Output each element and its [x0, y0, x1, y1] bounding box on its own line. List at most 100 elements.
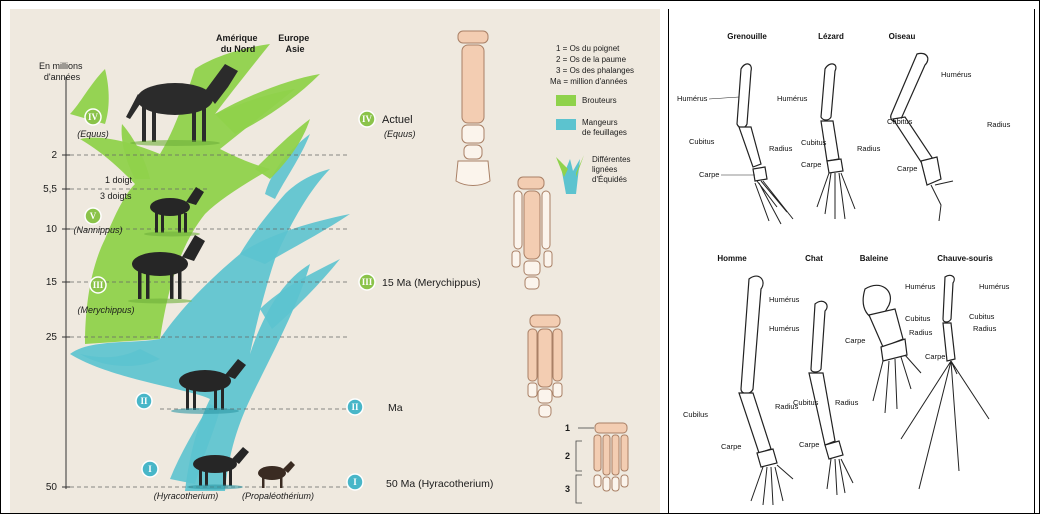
skeleton-baleine: Humérus Cubitus Radius Carpe: [845, 282, 936, 413]
stage-i-label: I 50 Ma (Hyracotherium): [347, 474, 493, 490]
header-north-america: Amérique du Nord: [216, 33, 260, 54]
chat-cubitus: Cubitus: [793, 398, 819, 407]
svg-text:IV: IV: [88, 112, 99, 122]
svg-text:III: III: [93, 280, 104, 290]
svg-text:V: V: [90, 211, 97, 221]
grenouille-cubitus: Cubitus: [689, 137, 715, 146]
label-hyracotherium: (Hyracotherium): [154, 491, 219, 501]
svg-text:III: III: [362, 277, 373, 287]
horse-evolution-diagram: 2 5,5 10 15 25 50 Amérique du Nord Europ…: [10, 9, 660, 513]
tick-25: 25: [46, 332, 58, 343]
lezard-humerus: Humérus: [777, 94, 808, 103]
homme-cubilus: Cubilus: [683, 410, 708, 419]
legend-leaf-eaters-line2: de feuillages: [582, 128, 627, 137]
axis-label: En millions d'années: [39, 61, 85, 82]
tick-15: 15: [46, 277, 58, 288]
legend-swatch-browsers: [556, 95, 576, 106]
phylogeny-tree: [70, 44, 350, 491]
bone-label-2: 2: [565, 451, 570, 461]
limb-homology-panel: Grenouille Lézard Oiseau Homme Chat Bale…: [668, 9, 1035, 513]
title-homme: Homme: [717, 254, 747, 263]
title-lezard: Lézard: [818, 32, 844, 41]
header-na-line2: du Nord: [221, 44, 256, 54]
svg-text:I: I: [353, 477, 357, 487]
title-grenouille: Grenouille: [727, 32, 767, 41]
foot-bones-stage-iii: [512, 177, 552, 289]
horse-propalaeotherium: [258, 461, 295, 488]
stage-ii-label: II Ma: [347, 399, 403, 415]
grenouille-humerus: Humérus: [677, 94, 708, 103]
oiseau-carpe: Carpe: [897, 164, 917, 173]
header-ea-line2: Asie: [285, 44, 304, 54]
tick-10: 10: [46, 224, 58, 235]
chat-carpe: Carpe: [799, 440, 819, 449]
foot-bones-stage-ii: [528, 315, 562, 417]
stage-i-text: 50 Ma (Hyracotherium): [386, 478, 493, 490]
legend-item-4: Ma = million d'années: [550, 77, 627, 86]
chat-radius: Radius: [835, 398, 859, 407]
legend: 1 = Os du poignet 2 = Os de la paume 3 =…: [550, 44, 634, 194]
chauve-souris-humerus: Humérus: [979, 282, 1010, 291]
oiseau-cubitus: Cubitus: [887, 117, 913, 126]
lezard-radius: Radius: [857, 144, 881, 153]
label-three-fingers: 3 doigts: [100, 191, 132, 201]
horse-evolution-panel: 2 5,5 10 15 25 50 Amérique du Nord Europ…: [10, 9, 660, 513]
title-baleine: Baleine: [860, 254, 889, 263]
title-chauve-souris: Chauve-souris: [937, 254, 993, 263]
axis-label-line2: d'années: [44, 72, 81, 82]
tick-5-5: 5,5: [43, 184, 57, 195]
grenouille-radius: Radius: [769, 144, 793, 153]
oiseau-radius: Radius: [987, 120, 1011, 129]
title-chat: Chat: [805, 254, 823, 263]
chauve-souris-radius: Radius: [973, 324, 997, 333]
legend-swatch-leaf-eaters: [556, 119, 576, 130]
legend-leaf-eaters: Mangeurs de feuillages: [582, 118, 627, 137]
label-one-finger: 1 doigt: [105, 175, 133, 185]
svg-text:II: II: [140, 396, 148, 406]
legend-lineages: Différentes lignées d'Équidés: [592, 155, 633, 184]
label-equus: (Equus): [77, 129, 109, 139]
baleine-cubitus: Cubitus: [905, 314, 931, 323]
bone-label-1: 1: [565, 423, 570, 433]
stage-ii-text: Ma: [388, 402, 403, 414]
legend-item-1: 1 = Os du poignet: [556, 44, 620, 53]
lezard-carpe: Carpe: [801, 160, 821, 169]
foot-bones-stage-iv: [456, 31, 490, 186]
chauve-souris-cubitus: Cubitus: [969, 312, 995, 321]
homme-humerus: Humérus: [769, 295, 800, 304]
badge-ii-tree: II: [136, 393, 152, 409]
skeleton-lezard: Humérus Cubitus Radius Carpe: [777, 64, 881, 219]
tick-50: 50: [46, 482, 58, 493]
skeleton-chauve-souris: Humérus Cubitus Radius Carpe: [901, 275, 1010, 489]
axis-label-line1: En millions: [39, 61, 83, 71]
header-europe-asia: Europe Asie: [278, 33, 312, 54]
skeleton-oiseau: Humérus Cubitus Radius Carpe: [887, 53, 1011, 221]
header-na-line1: Amérique: [216, 33, 258, 43]
legend-browsers: Brouteurs: [582, 96, 617, 105]
legend-item-2: 2 = Os de la paume: [556, 55, 627, 64]
badge-i-tree: I: [142, 461, 158, 477]
baleine-carpe: Carpe: [845, 336, 865, 345]
stage-iv-title: Actuel: [382, 114, 413, 126]
title-oiseau: Oiseau: [889, 32, 916, 41]
chat-humerus: Humérus: [769, 324, 800, 333]
label-nannippus: (Nannippus): [73, 225, 122, 235]
stage-iii-label: III 15 Ma (Merychippus): [359, 274, 481, 290]
header-ea-line1: Europe: [278, 33, 309, 43]
homme-carpe: Carpe: [721, 442, 741, 451]
skeleton-homme: Humérus Cubilus Radius Carpe: [683, 276, 800, 505]
foot-bones-stage-i: 1 2 3: [565, 423, 628, 503]
tick-2: 2: [51, 150, 57, 161]
stage-iii-text: 15 Ma (Merychippus): [382, 277, 481, 289]
leaf-eaters-branch-2: [260, 259, 340, 329]
legend-lineages-line3: d'Équidés: [592, 175, 627, 184]
chauve-souris-carpe: Carpe: [925, 352, 945, 361]
skeleton-grenouille: Humérus Cubitus Radius Carpe: [677, 64, 793, 224]
stage-iv-label: IV Actuel (Equus): [359, 111, 416, 139]
oiseau-humerus: Humérus: [941, 70, 972, 79]
badge-v-tree: V: [85, 208, 101, 224]
limb-homology-diagram: Grenouille Lézard Oiseau Homme Chat Bale…: [669, 9, 1034, 513]
baleine-humerus: Humérus: [905, 282, 936, 291]
badge-iv-tree: IV: [85, 109, 101, 125]
